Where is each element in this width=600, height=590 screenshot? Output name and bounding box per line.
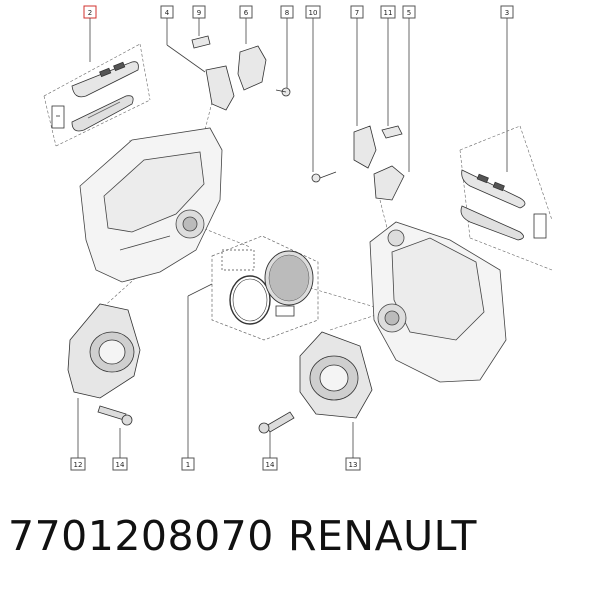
callout-3-label: 3 [505,9,509,17]
callout-8[interactable]: 8 [280,5,294,88]
callout-10-label: 10 [309,9,318,17]
callout-13-label: 13 [349,461,358,469]
switch-panel-right [460,169,547,241]
rivet-right [258,411,295,434]
brand-name: RENAULT [288,512,477,560]
switch-panel-left [51,61,139,132]
callout-7[interactable]: 7 [350,5,364,126]
callout-7-label: 7 [355,9,359,17]
rivet-left [97,405,133,426]
clip-parts [191,35,405,201]
speaker-housing-right [299,331,373,419]
callout-5-label: 5 [407,9,411,17]
callout-14-right[interactable]: 14 [262,432,278,471]
callout-1-label: 1 [186,461,190,469]
callout-2-label: 2 [88,9,92,17]
callout-12[interactable]: 12 [70,398,86,471]
callout-9-label: 9 [197,9,201,17]
callout-5[interactable]: 5 [402,5,416,172]
callout-14-left[interactable]: 14 [112,428,128,471]
exploded-parts-diagram: 2 4 9 6 8 10 7 11 5 [43,5,553,471]
door-panel-right [369,221,507,383]
callout-11[interactable]: 11 [380,5,396,126]
callout-11-label: 11 [384,9,393,17]
door-panel-left [79,127,223,283]
callout-6-label: 6 [244,9,249,17]
callout-6[interactable]: 6 [239,5,253,44]
callout-9[interactable]: 9 [192,5,206,36]
callout-4[interactable]: 4 [160,5,206,73]
speaker-housing-left [67,303,141,399]
callout-12-label: 12 [74,461,83,469]
callout-2[interactable]: 2 [83,5,97,62]
speaker-grille-kit [211,235,319,341]
callout-1[interactable]: 1 [181,283,213,471]
callout-8-label: 8 [285,9,289,17]
callout-10[interactable]: 10 [305,5,321,172]
callout-13[interactable]: 13 [345,422,361,471]
callout-3[interactable]: 3 [500,5,514,172]
part-number: 7701208070 [8,512,274,560]
callout-14-right-label: 14 [266,461,275,469]
callout-14-left-label: 14 [116,461,125,469]
callout-4-label: 4 [165,9,170,17]
